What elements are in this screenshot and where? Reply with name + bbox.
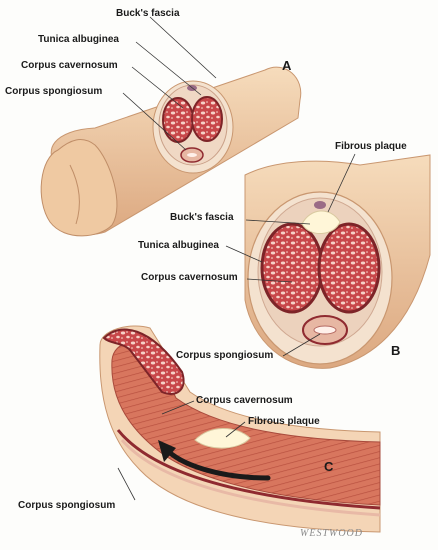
label-a-corpus-cavernosum: Corpus cavernosum bbox=[21, 60, 118, 71]
label-b-tunica-albuginea: Tunica albuginea bbox=[138, 240, 219, 251]
label-a-tunica-albuginea: Tunica albuginea bbox=[38, 34, 119, 45]
label-a-corpus-spongiosum: Corpus spongiosum bbox=[5, 86, 103, 97]
panel-a-drawing bbox=[40, 66, 302, 237]
panel-letter-c: C bbox=[324, 459, 334, 474]
label-c-fibrous-plaque: Fibrous plaque bbox=[248, 416, 320, 427]
label-a-bucks-fascia: Buck's fascia bbox=[116, 8, 180, 19]
panel-letter-b: B bbox=[391, 343, 401, 358]
label-c-corpus-spongiosum: Corpus spongiosum bbox=[18, 500, 116, 511]
label-b-corpus-cavernosum: Corpus cavernosum bbox=[141, 272, 238, 283]
leader-lines bbox=[117, 16, 356, 501]
label-b-bucks-fascia: Buck's fascia bbox=[170, 212, 234, 223]
artist-signature: WESTWOOD bbox=[300, 528, 363, 539]
label-b-fibrous-plaque: Fibrous plaque bbox=[335, 141, 407, 152]
panel-b-drawing bbox=[244, 154, 431, 369]
label-c-corpus-cavernosum: Corpus cavernosum bbox=[196, 395, 293, 406]
label-b-corpus-spongiosum: Corpus spongiosum bbox=[176, 350, 274, 361]
panel-c-drawing bbox=[99, 325, 381, 533]
panel-letter-a: A bbox=[282, 58, 292, 73]
